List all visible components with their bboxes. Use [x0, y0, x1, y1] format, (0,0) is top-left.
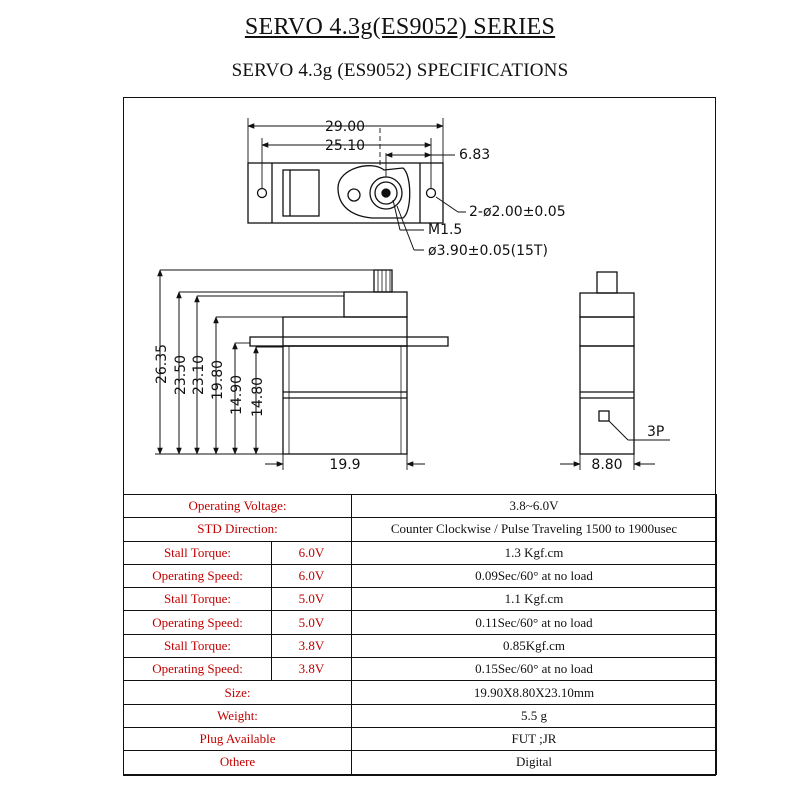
end-view-lower-case [579, 345, 635, 455]
spec-label: Stall Torque: [123, 540, 272, 565]
spec-value: 0.11Sec/60° at no load [351, 610, 717, 635]
spec-voltage: 6.0V [271, 563, 352, 589]
spec-label: Stall Torque: [123, 587, 272, 612]
spec-value: 1.3 Kgf.cm [351, 540, 717, 565]
spec-voltage: 3.8V [271, 633, 352, 659]
dim-mount-holes: 2-ø2.00±0.05 [469, 204, 566, 220]
dim-hole-spacing: 25.10 [325, 138, 365, 154]
top-view-body [247, 162, 444, 224]
spec-row: Weight:5.5 g [123, 703, 717, 728]
spec-value: 0.09Sec/60° at no load [351, 563, 717, 589]
side-view-mount-tabs [249, 336, 449, 347]
left-mount-hole [256, 187, 268, 199]
spec-voltage: 3.8V [271, 657, 352, 682]
spec-voltage: 5.0V [271, 610, 352, 635]
dim-height-19-80: 19.80 [210, 360, 226, 400]
spec-row: Size:19.90X8.80X23.10mm [123, 680, 717, 705]
spec-value: Counter Clockwise / Pulse Traveling 1500… [351, 517, 717, 542]
spec-sheet-frame [123, 97, 716, 776]
dim-total-width: 29.00 [325, 119, 365, 135]
dim-spline: ø3.90±0.05(15T) [428, 243, 548, 259]
spec-value: 3.8~6.0V [351, 493, 717, 519]
spec-value: 0.85Kgf.cm [351, 633, 717, 659]
end-view-connector [598, 410, 610, 422]
dim-width-19-9: 19.9 [329, 457, 360, 473]
spec-label: Operating Speed: [123, 657, 272, 682]
spec-value: 1.1 Kgf.cm [351, 587, 717, 612]
spec-value: 5.5 g [351, 703, 717, 728]
dim-height-23-10: 23.10 [191, 355, 207, 395]
output-shaft-spline [374, 181, 398, 205]
dim-height-14-80: 14.80 [250, 377, 266, 417]
dim-height-14-90: 14.90 [229, 375, 245, 415]
dim-shaft-offset: 6.83 [459, 147, 490, 163]
spec-value: Digital [351, 750, 717, 775]
top-view-cap [282, 169, 320, 217]
spec-value: 19.90X8.80X23.10mm [351, 680, 717, 705]
right-mount-hole [425, 187, 437, 199]
side-view [155, 269, 449, 470]
output-horn-base [337, 165, 411, 219]
end-view-gear-housing [579, 292, 635, 318]
dim-width-8-80: 8.80 [591, 457, 622, 473]
page-title: SERVO 4.3g(ES9052) SERIES [244, 14, 556, 40]
spec-label: Operating Voltage: [123, 493, 352, 519]
spec-voltage: 6.0V [271, 540, 352, 565]
side-view-top-case [282, 316, 408, 347]
dim-height-26-35: 26.35 [154, 344, 170, 384]
spec-label: Othere [123, 750, 352, 775]
side-view-gear-housing [343, 291, 408, 318]
spec-label: Stall Torque: [123, 633, 272, 659]
side-view-lower-case [282, 345, 408, 455]
spec-label: Size: [123, 680, 352, 705]
output-shaft-center [381, 188, 391, 198]
spec-voltage: 5.0V [271, 587, 352, 612]
side-view-spline [373, 269, 393, 293]
spec-value: FUT ;JR [351, 726, 717, 752]
horn-pivot-hole [347, 188, 361, 202]
spec-label: Plug Available [123, 726, 352, 752]
top-view [247, 118, 466, 251]
spec-label: Weight: [123, 703, 352, 728]
spec-label: Operating Speed: [123, 563, 272, 589]
end-view-shaft [596, 271, 618, 294]
spec-label: Operating Speed: [123, 610, 272, 635]
spec-label: STD Direction: [123, 517, 352, 542]
spec-row: Operating Voltage:3.8~6.0V [123, 493, 717, 519]
dim-thread: M1.5 [428, 222, 462, 238]
end-view-top-case [579, 316, 635, 347]
end-view [560, 271, 670, 470]
technical-drawing: 29.00 25.10 6.83 2-ø2.00±0.05 M1.5 ø3.90… [154, 118, 670, 473]
dim-height-23-50: 23.50 [173, 355, 189, 395]
spec-row: STD Direction:Counter Clockwise / Pulse … [123, 517, 717, 542]
spec-value: 0.15Sec/60° at no load [351, 657, 717, 682]
page-subtitle: SERVO 4.3g (ES9052) SPECIFICATIONS [231, 60, 569, 81]
connector-label: 3P [647, 424, 664, 440]
